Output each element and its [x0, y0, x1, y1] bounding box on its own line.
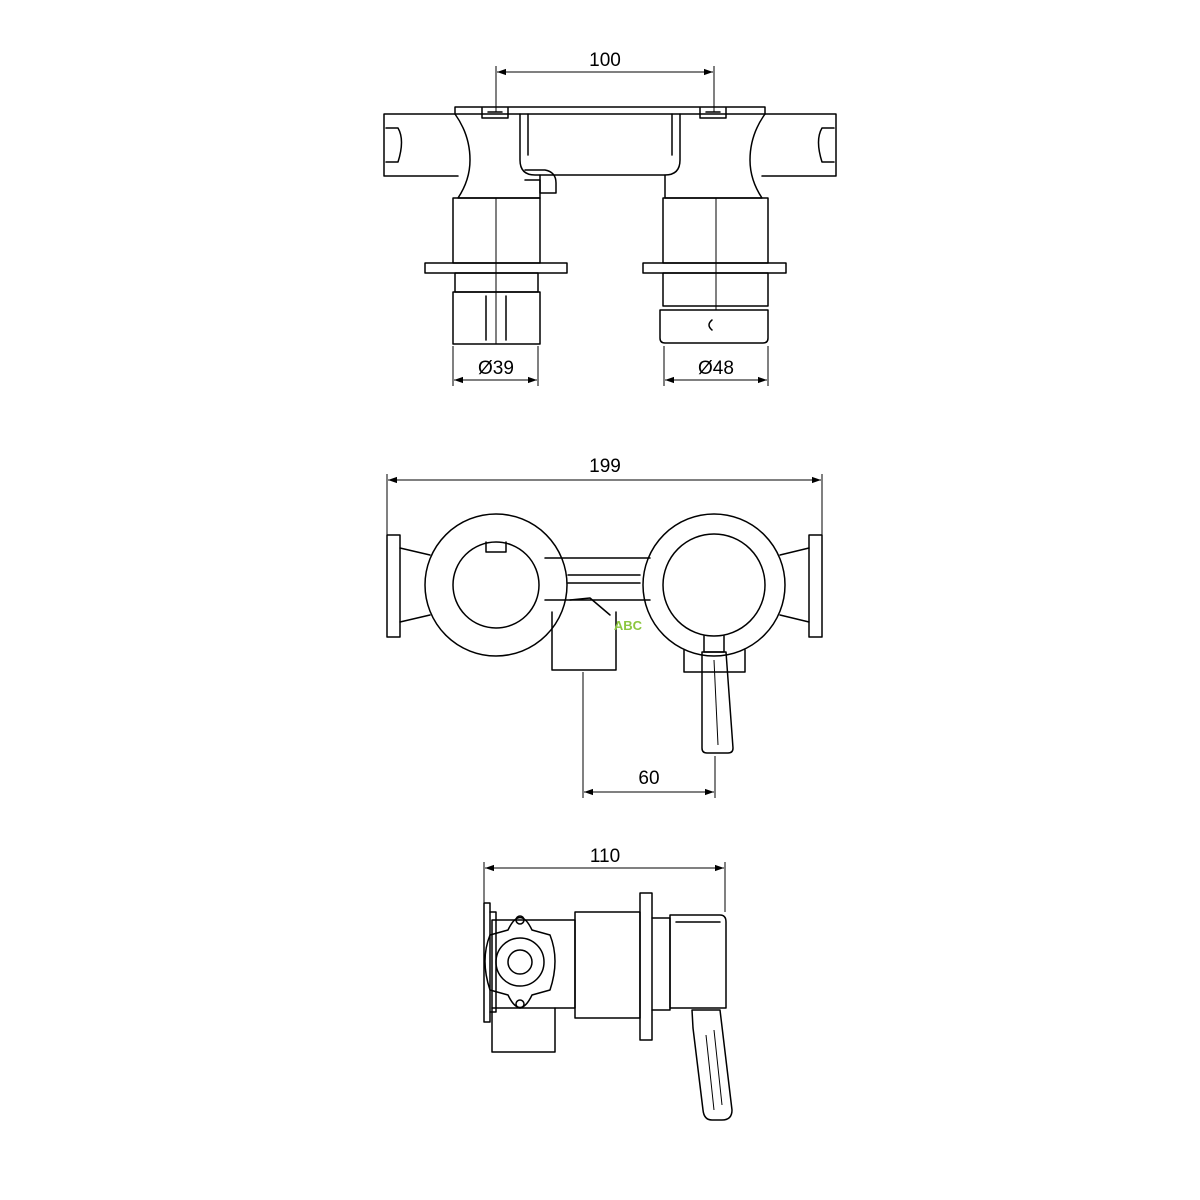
- lever-handle: [701, 651, 734, 754]
- inlet-right: [761, 113, 837, 177]
- spindle-groove: [485, 295, 507, 341]
- lug-arm: [779, 547, 810, 623]
- screw-lug-right: [699, 107, 727, 119]
- dimension-label-110: 110: [590, 846, 620, 867]
- lug-arm: [399, 547, 431, 623]
- lever-grip: [705, 1029, 723, 1111]
- plate-rim: [489, 911, 497, 1013]
- inlet-left: [383, 113, 459, 177]
- bar-groove: [567, 574, 641, 584]
- inlet-right-nut: [817, 127, 835, 163]
- lug-left: [386, 534, 401, 638]
- screw-hole-bottom: [515, 999, 525, 1009]
- body-right: [664, 113, 766, 199]
- lug-right: [808, 534, 823, 638]
- handle-cap: [669, 914, 727, 1009]
- screw-lug-left: [481, 107, 509, 119]
- screw-hole-top: [515, 915, 525, 925]
- side-lever: [691, 1009, 733, 1121]
- channel-wall: [527, 113, 673, 156]
- mounting-plate: [483, 902, 491, 1023]
- knob-left: [452, 541, 540, 629]
- rosette-right: [642, 513, 786, 657]
- dimension-label-199: 199: [589, 456, 621, 477]
- dimension-label-d48: Ø48: [698, 358, 734, 379]
- watermark-text: ABC: [614, 618, 643, 633]
- side-view: 110: [483, 846, 733, 1121]
- top-plate: [454, 106, 766, 115]
- cartridge-body: [574, 911, 641, 1019]
- top-view: 100 Ø39: [383, 50, 837, 386]
- knob-key: [485, 541, 507, 553]
- dimension-label-d39: Ø39: [478, 358, 514, 379]
- front-view: 199 ABC 60: [386, 456, 823, 798]
- outlet-left: [551, 611, 617, 671]
- spindle-mark: [708, 319, 713, 331]
- wall-flange: [639, 892, 653, 1041]
- outlet-pipe: [491, 1007, 556, 1053]
- rosette-left: [424, 513, 568, 657]
- inner-channel: [519, 113, 681, 176]
- trim-sleeve: [651, 917, 671, 1011]
- lever-neck: [703, 635, 725, 653]
- small-nipple: [524, 169, 557, 194]
- body-left: [454, 113, 541, 199]
- flange-right: [642, 262, 787, 274]
- union-bore: [507, 949, 533, 975]
- inlet-left-nut: [385, 127, 403, 163]
- union-nut: [484, 916, 556, 1009]
- lever-line: [713, 659, 719, 746]
- cartridge-right-mid: [662, 272, 769, 307]
- outlet-wedge: [569, 597, 611, 616]
- spindle-left: [452, 291, 541, 345]
- union-ring: [495, 937, 545, 987]
- connecting-bar: [544, 557, 651, 601]
- spindle-right: [659, 309, 769, 344]
- ring-right: [662, 533, 766, 637]
- dimension-label-100: 100: [589, 50, 621, 71]
- dimension-label-60: 60: [638, 768, 659, 789]
- flange-left: [424, 262, 568, 274]
